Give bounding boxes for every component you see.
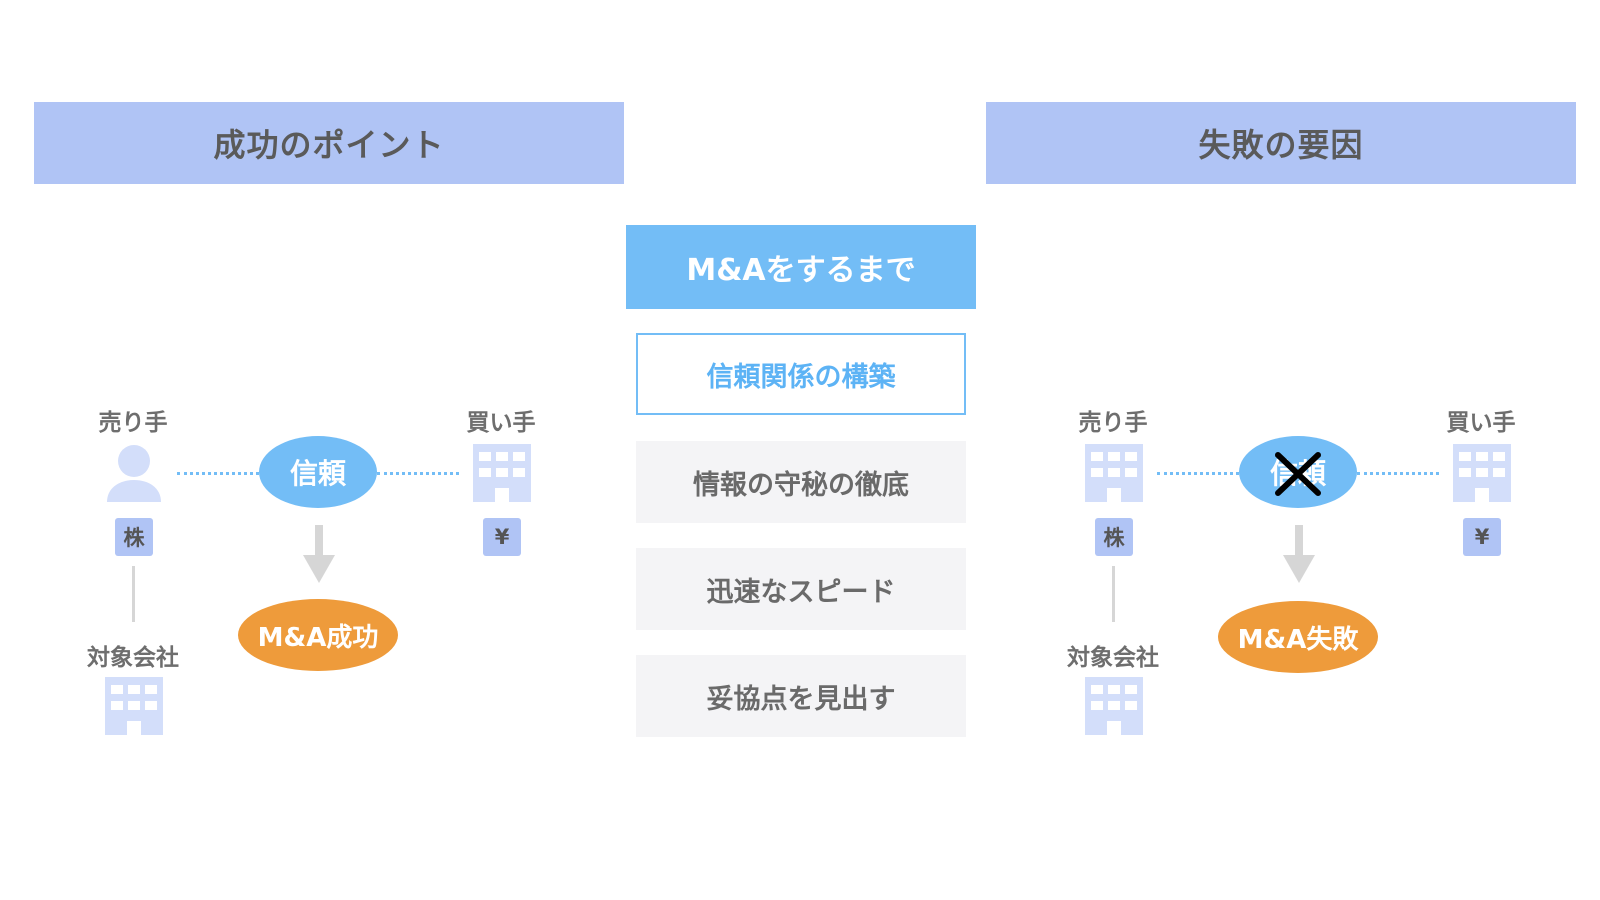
building-icon <box>473 444 531 502</box>
cross-icon <box>1275 452 1321 496</box>
arrow-down-icon <box>1283 525 1315 583</box>
buyer-label: 買い手 <box>1446 410 1516 436</box>
arrow-down-icon <box>303 525 335 583</box>
success-result-bubble: M&A成功 <box>238 599 398 671</box>
buyer-label: 買い手 <box>466 410 536 436</box>
building-icon <box>105 677 163 735</box>
target-company-label: 対象会社 <box>87 645 179 671</box>
building-icon <box>1453 444 1511 502</box>
trust-bubble: 信頼 <box>259 436 377 508</box>
stock-badge: 株 <box>1095 518 1133 556</box>
building-icon <box>1085 677 1143 735</box>
step-confidentiality: 情報の守秘の徹底 <box>636 441 966 523</box>
dotted-connector <box>1357 472 1439 475</box>
failure-result-bubble: M&A失敗 <box>1218 601 1378 673</box>
success-points-header: 成功のポイント <box>34 102 624 184</box>
ownership-line <box>1112 566 1115 622</box>
dotted-connector <box>177 472 259 475</box>
ma-process-title: M&Aをするまで <box>626 225 976 309</box>
seller-label: 売り手 <box>1078 410 1148 436</box>
step-trust-building: 信頼関係の構築 <box>636 333 966 415</box>
stock-badge: 株 <box>115 518 153 556</box>
dotted-connector <box>1157 472 1239 475</box>
step-speed: 迅速なスピード <box>636 548 966 630</box>
trust-bubble: 信頼 <box>1239 436 1357 508</box>
step-compromise: 妥協点を見出す <box>636 655 966 737</box>
building-icon <box>1085 444 1143 502</box>
person-icon <box>105 444 163 502</box>
ownership-line <box>132 566 135 622</box>
yen-badge: ¥ <box>1463 518 1501 556</box>
dotted-connector <box>377 472 459 475</box>
yen-badge: ¥ <box>483 518 521 556</box>
success-points-title: 成功のポイント <box>213 126 445 164</box>
seller-label: 売り手 <box>98 410 168 436</box>
failure-factors-header: 失敗の要因 <box>986 102 1576 184</box>
target-company-label: 対象会社 <box>1067 645 1159 671</box>
failure-factors-title: 失敗の要因 <box>1198 126 1364 164</box>
